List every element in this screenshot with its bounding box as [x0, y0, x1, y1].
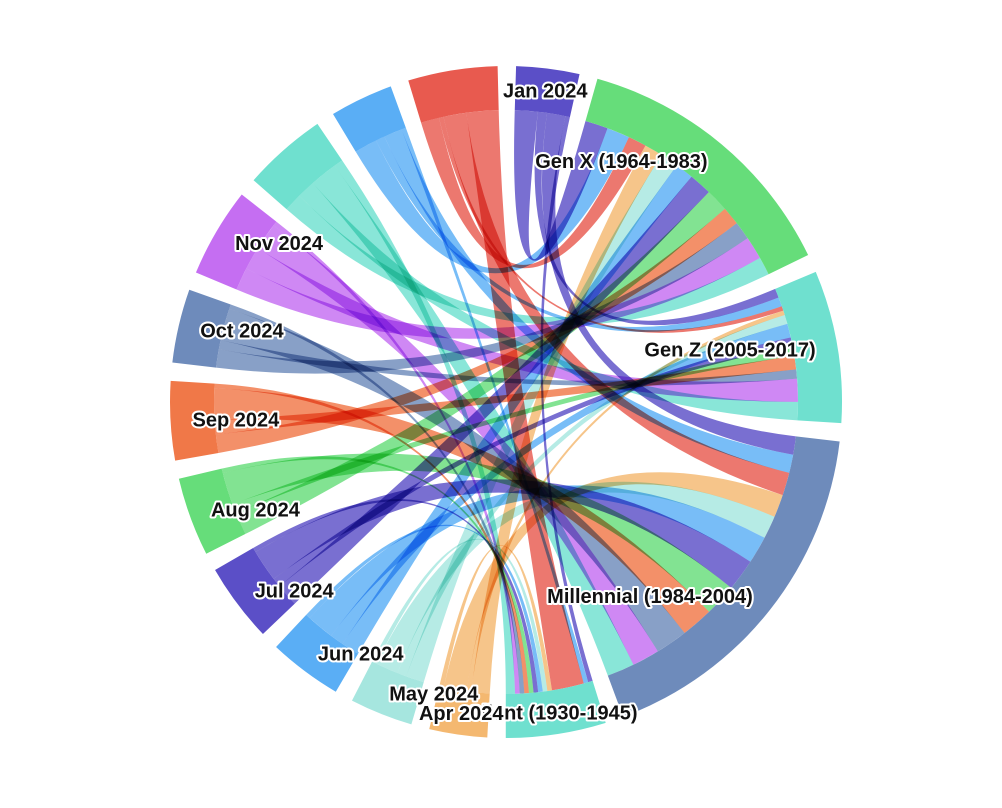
ribbon-apr-millennial[interactable] — [443, 472, 783, 692]
arc-may[interactable] — [351, 661, 424, 725]
ribbon-mar-silent[interactable] — [466, 110, 584, 691]
arc-aug[interactable] — [178, 468, 246, 554]
label-genz: Gen Z (2005-2017) — [644, 340, 815, 362]
label-apr: Apr 2024 — [419, 703, 504, 725]
label-jan: Jan 2024 — [503, 80, 588, 102]
label-oct: Oct 2024 — [200, 321, 284, 343]
arc-oct[interactable] — [172, 289, 231, 368]
ribbon-nov-genz[interactable] — [246, 248, 798, 402]
label-jun: Jun 2024 — [318, 643, 404, 665]
arc-apr[interactable] — [429, 686, 490, 738]
ribbon-aug-genz[interactable] — [232, 346, 795, 513]
label-aug: Aug 2024 — [211, 500, 301, 522]
ribbon-dec-millennial[interactable] — [312, 165, 634, 676]
label-millennial: Millennial (1984-2004) — [547, 586, 753, 608]
arc-nov[interactable] — [195, 194, 277, 290]
arc-silent[interactable] — [505, 680, 606, 739]
arc-genz[interactable] — [775, 271, 842, 424]
ribbon-aug-genx[interactable] — [235, 192, 725, 534]
arc-genx[interactable] — [585, 78, 809, 275]
arc-dec[interactable] — [253, 123, 343, 210]
label-genx: Gen X (1964-1983) — [535, 151, 707, 173]
ribbon-sep-millennial[interactable] — [213, 388, 710, 633]
ribbon-feb-genx[interactable] — [355, 128, 629, 274]
arc-layer — [170, 66, 842, 739]
ribbon-feb-genz[interactable] — [376, 136, 782, 332]
arc-feb[interactable] — [333, 86, 406, 152]
label-nov: Nov 2024 — [235, 233, 324, 255]
ribbon-layer — [213, 110, 798, 695]
label-jul: Jul 2024 — [255, 580, 335, 602]
ribbon-nov-millennial[interactable] — [257, 225, 658, 665]
ribbon-may-genx[interactable] — [406, 154, 677, 683]
ribbon-feb-silent[interactable] — [401, 127, 589, 684]
ribbon-jan-genx[interactable] — [514, 110, 608, 261]
ribbon-apr-genx[interactable] — [471, 145, 662, 694]
arc-jun[interactable] — [276, 614, 359, 692]
ribbon-jul-millennial[interactable] — [255, 479, 751, 588]
ribbon-aug-millennial[interactable] — [222, 453, 732, 612]
arc-jul[interactable] — [215, 548, 295, 634]
ribbon-jan-genz[interactable] — [534, 111, 779, 326]
label-sep: Sep 2024 — [193, 410, 281, 432]
arc-sep[interactable] — [170, 380, 219, 461]
ribbon-mar-genx[interactable] — [421, 117, 646, 269]
label-may: May 2024 — [389, 684, 479, 706]
arc-millennial[interactable] — [607, 436, 840, 717]
label-silent: Silent (1930-1945) — [469, 702, 638, 724]
ribbon-oct-millennial[interactable] — [220, 308, 685, 652]
arc-jan[interactable] — [514, 66, 580, 118]
ribbon-jun-millennial[interactable] — [309, 485, 765, 636]
arc-mar[interactable] — [408, 66, 499, 123]
